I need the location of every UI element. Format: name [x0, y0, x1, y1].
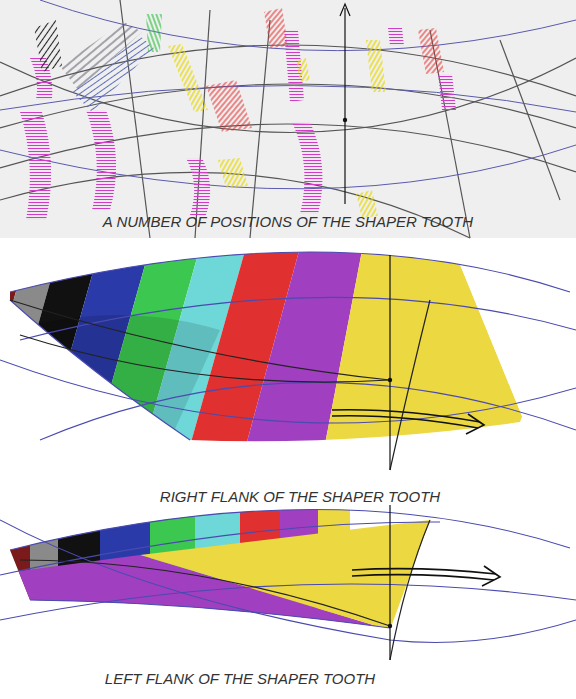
panel-caption: A NUMBER OF POSITIONS OF THE SHAPER TOOT…	[103, 213, 473, 231]
tooth-positions-panel	[0, 0, 576, 238]
left-flank-panel	[0, 460, 576, 660]
right-flank-panel	[0, 240, 576, 470]
panel-caption: RIGHT FLANK OF THE SHAPER TOOTH	[160, 488, 440, 506]
panel-caption: LEFT FLANK OF THE SHAPER TOOTH	[105, 670, 375, 688]
